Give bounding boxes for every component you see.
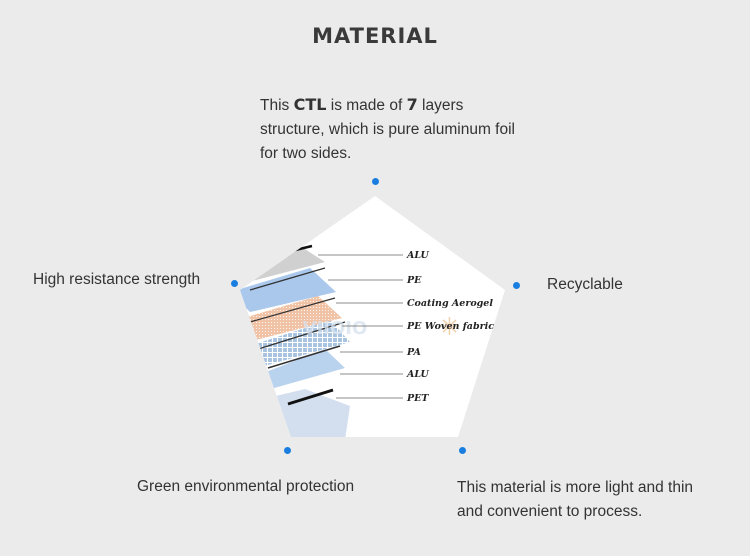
feature-recyclable: Recyclable (547, 276, 623, 293)
layer-label-alu-top: ALU (406, 250, 430, 261)
intro-text: This CTL is made of 7 layers structure, … (260, 93, 530, 166)
vertex-dot-bottom-left (284, 447, 291, 454)
layer-label-pa: PA (406, 347, 421, 358)
leader-lines (318, 254, 403, 399)
layer-label-pe-woven-fabric: PE Woven fabric (406, 321, 494, 332)
feature-high-resistance-strength: High resistance strength (33, 271, 201, 288)
layer-label-pet: PET (406, 393, 429, 404)
vertex-dot-bottom-right (459, 447, 466, 454)
vertex-dot-right (513, 282, 520, 289)
layer-shape-coating-aerogel (240, 296, 342, 342)
layer-shape-pe (240, 268, 336, 312)
intro-layer-count: 7 (406, 95, 418, 114)
intro-part-1: This (260, 97, 294, 114)
snowflake-icon (441, 317, 458, 335)
layer-label-alu-bottom: ALU (406, 369, 430, 380)
page-title: MATERIAL (312, 24, 438, 48)
intro-part-3: layers structure, which is pure aluminum… (260, 97, 515, 162)
watermark-logo: VIIOIO (303, 318, 368, 339)
vertex-dot-top (372, 178, 379, 185)
intro-part-2: is made of (326, 97, 407, 114)
vertex-dot-left (231, 280, 238, 287)
feature-light-thin: This material is more light and thin and… (457, 479, 694, 520)
layer-label-pe: PE (406, 275, 422, 286)
layer-label-coating-aerogel: Coating Aerogel (407, 298, 493, 309)
intro-product-name: CTL (293, 95, 327, 114)
layer-shape-alu-bottom (287, 388, 334, 406)
feature-green-environmental-protection: Green environmental protection (137, 478, 355, 495)
